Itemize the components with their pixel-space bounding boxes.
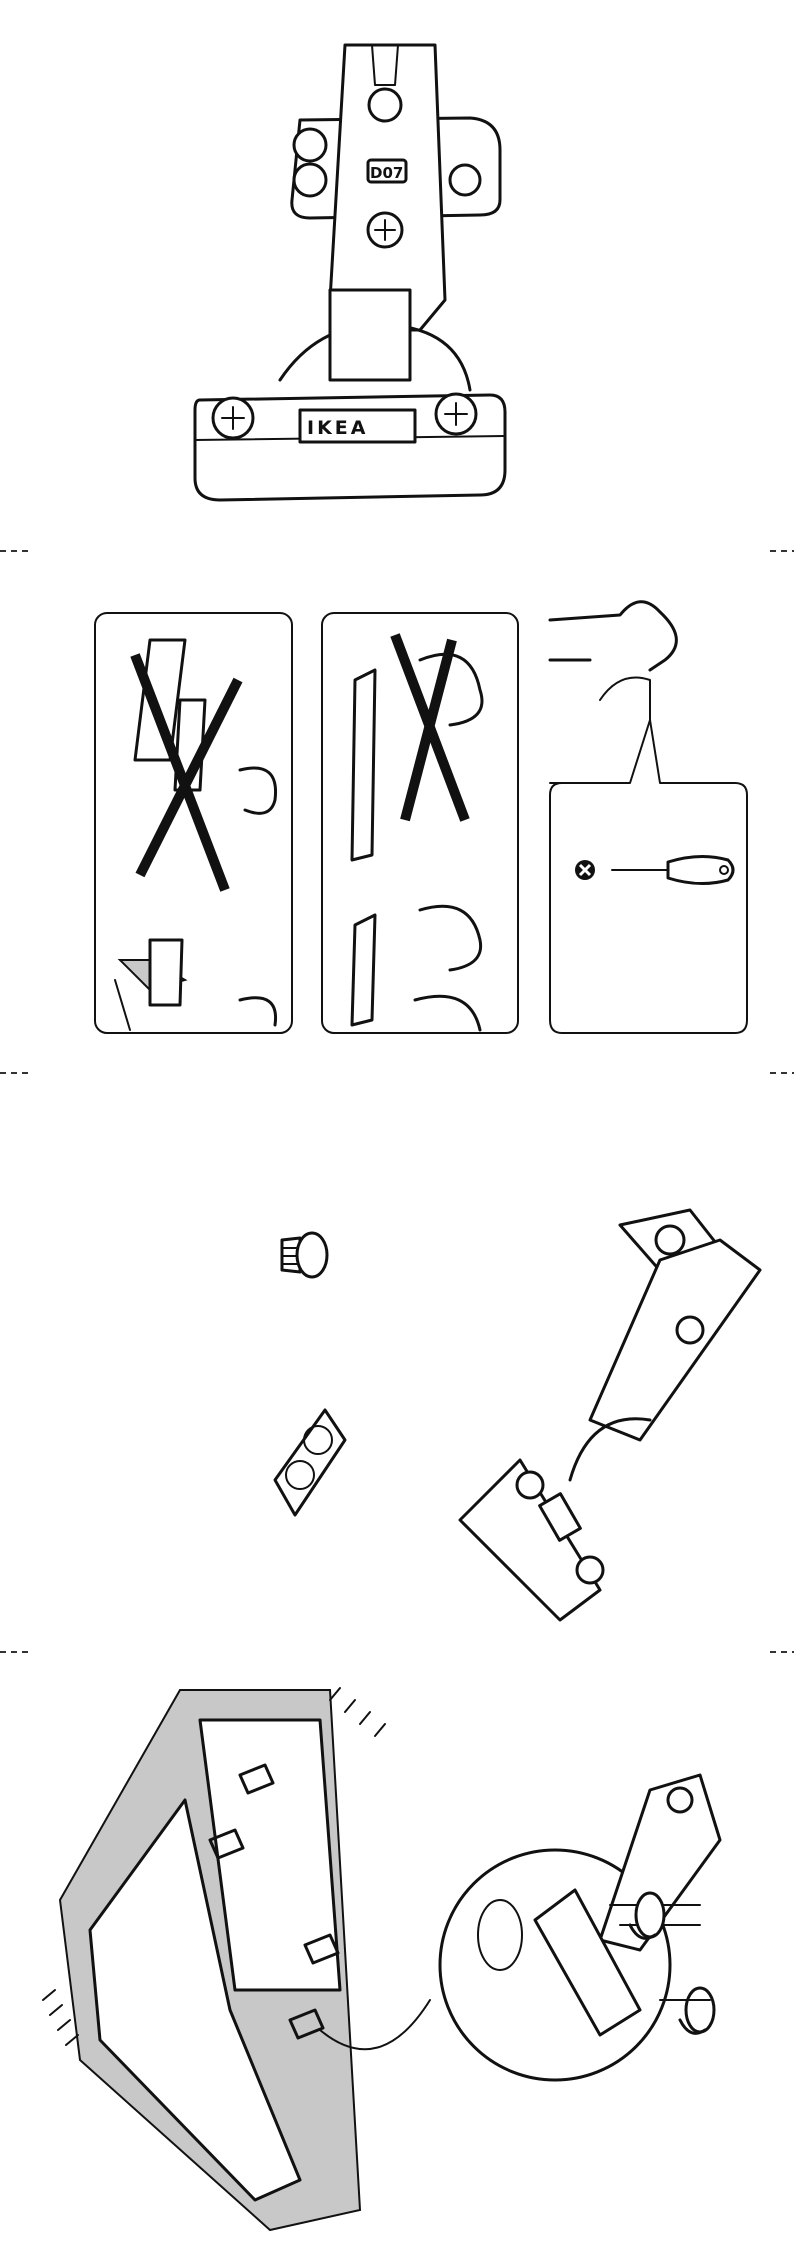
- hinge-code-label: D07: [370, 164, 403, 182]
- ikea-logo: IKEA: [307, 417, 368, 439]
- safety-panel-floor: [94, 612, 293, 1034]
- cabinet-compartment: [88, 1798, 302, 2202]
- cabinet-compartment: [198, 1718, 342, 1992]
- safety-panel-two-persons: [321, 612, 519, 1034]
- rotate-screw-arrow-icon: [659, 1986, 716, 2035]
- hinge-illustration: D07 IKEA: [193, 43, 507, 502]
- parts-illustration: [273, 1208, 762, 1622]
- cross-mark-icon: [130, 653, 230, 892]
- hinge-positions: [208, 1763, 340, 2040]
- safety-panel-tools: [548, 600, 748, 1034]
- rotate-screw-arrow-icon: [628, 1891, 666, 1940]
- phillips-screwdriver-icon: [611, 855, 735, 885]
- screw-icon: [292, 162, 328, 198]
- screw-icon: [448, 163, 482, 197]
- angled-hinge: [458, 1208, 762, 1622]
- screw-cover-plate: [273, 1408, 347, 1517]
- cross-mark-icon: [575, 860, 595, 880]
- cabinet-mounting-illustration: [42, 1687, 722, 2232]
- dowel-part: [280, 1231, 329, 1279]
- wall-hatching: [42, 1687, 386, 2046]
- page-separators: [0, 550, 794, 1653]
- screw-icon: [292, 127, 328, 163]
